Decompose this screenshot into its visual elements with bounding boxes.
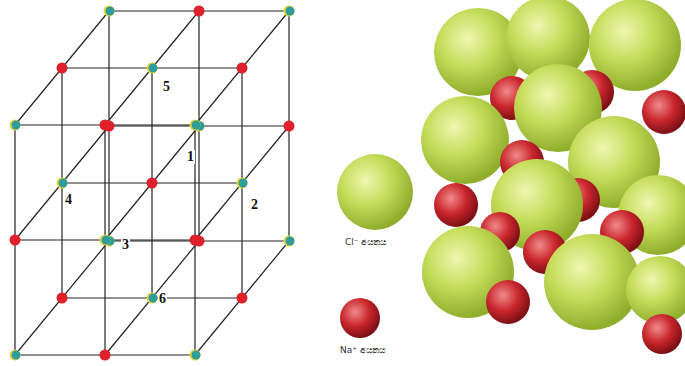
chloride-dot: [192, 351, 201, 360]
lattice-line: [195, 126, 289, 240]
sodium-dot: [57, 63, 68, 74]
chloride-dot: [284, 6, 295, 17]
chloride-dot: [147, 63, 158, 74]
ion-label: Na⁺ අයනය: [340, 346, 385, 355]
chloride-dot: [237, 178, 248, 189]
chloride-dot: [106, 7, 115, 16]
callout-number: 5: [162, 80, 171, 94]
chloride-dot: [12, 351, 21, 360]
chloride-dot: [102, 236, 111, 245]
sodium-dot: [284, 121, 295, 132]
callout-number: 2: [250, 198, 259, 212]
chloride-dot: [239, 179, 248, 188]
chloride-dot: [57, 178, 68, 189]
sodium-dot: [57, 293, 68, 304]
sodium-dot: [190, 235, 201, 246]
callout-number: 3: [121, 238, 130, 252]
lattice-wireframe: [0, 0, 300, 366]
chloride-dot: [190, 350, 201, 361]
sodium-dot: [100, 350, 111, 361]
callout-number: 4: [64, 193, 73, 207]
chloride-dot: [190, 120, 201, 131]
sodium-ion-sample: [340, 298, 380, 338]
sodium-dot: [237, 293, 248, 304]
chloride-dot: [286, 7, 295, 16]
sodium-dot: [237, 63, 248, 74]
sodium-dot: [100, 120, 111, 131]
lattice-line: [105, 126, 199, 240]
sodium-sphere: [434, 183, 478, 227]
callout-number: 6: [158, 292, 167, 306]
chloride-dot: [104, 6, 115, 17]
chloride-sphere: [421, 96, 509, 184]
chloride-dot: [149, 294, 158, 303]
chloride-dot: [100, 235, 111, 246]
callout-number: 1: [186, 150, 195, 164]
sodium-dot: [194, 6, 205, 17]
chloride-dot: [10, 120, 21, 131]
chloride-dot: [10, 350, 21, 361]
chloride-dot: [59, 179, 68, 188]
sodium-dot: [147, 178, 158, 189]
chloride-dot: [284, 236, 295, 247]
chloride-ion-sample: [337, 154, 413, 230]
ion-label: Cl⁻ අයනය: [345, 238, 386, 247]
chloride-dot: [149, 64, 158, 73]
chloride-dot: [286, 237, 295, 246]
sodium-dot: [10, 235, 21, 246]
lattice-line: [195, 11, 289, 125]
sodium-sphere: [486, 280, 530, 324]
chloride-sphere: [544, 234, 640, 330]
sodium-sphere: [642, 90, 685, 134]
chloride-dot: [192, 121, 201, 130]
chloride-sphere: [626, 256, 685, 324]
sodium-sphere: [642, 314, 682, 354]
chloride-dot: [12, 121, 21, 130]
chloride-dot: [147, 293, 158, 304]
